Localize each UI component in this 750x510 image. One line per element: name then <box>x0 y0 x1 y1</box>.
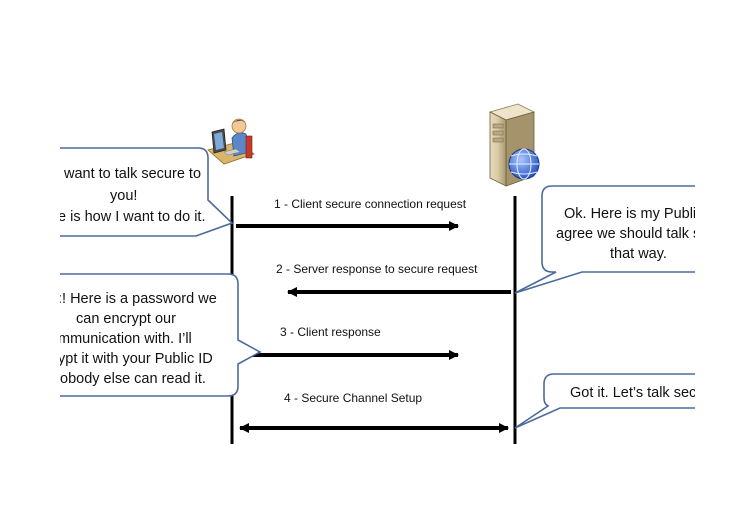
client-bubble-1-line: you! <box>110 188 137 204</box>
client-speech-bubble-2: :! Here is a password we can encrypt our… <box>58 273 262 397</box>
client-bubble-2-line: ypt it with your Public ID <box>58 351 213 367</box>
client-bubble-2-line: obody else can read it. <box>60 371 206 387</box>
client-bubble-1-line: e is how I want to do it. <box>58 209 206 225</box>
client-bubble-2-line: :! Here is a password we <box>58 291 217 307</box>
client-bubble-2-line: can encrypt our <box>76 311 176 327</box>
client-bubble-1-line: want to talk secure to <box>63 166 201 182</box>
server-bubble-1-line: agree we should talk se <box>556 226 708 242</box>
server-with-globe-icon <box>488 103 540 187</box>
server-speech-bubble-1: Ok. Here is my Public I agree we should … <box>514 185 711 294</box>
client-bubble-2-line: mmunication with. I’ll <box>58 331 192 347</box>
server-speech-bubble-2: Got it. Let’s talk secu <box>514 373 704 429</box>
step-3-label: 3 - Client response <box>280 325 381 339</box>
step-4-label: 4 - Secure Channel Setup <box>284 391 422 405</box>
client-speech-bubble-1: want to talk secure to you! e is how I w… <box>58 147 234 237</box>
step-1-label: 1 - Client secure connection request <box>274 197 467 211</box>
user-at-computer-icon <box>207 118 255 165</box>
step-2-label: 2 - Server response to secure request <box>276 262 478 276</box>
server-bubble-2-line: Got it. Let’s talk secu <box>570 385 704 401</box>
server-bubble-1-line: Ok. Here is my Public I <box>564 206 711 222</box>
server-bubble-1-line: that way. <box>610 246 667 262</box>
